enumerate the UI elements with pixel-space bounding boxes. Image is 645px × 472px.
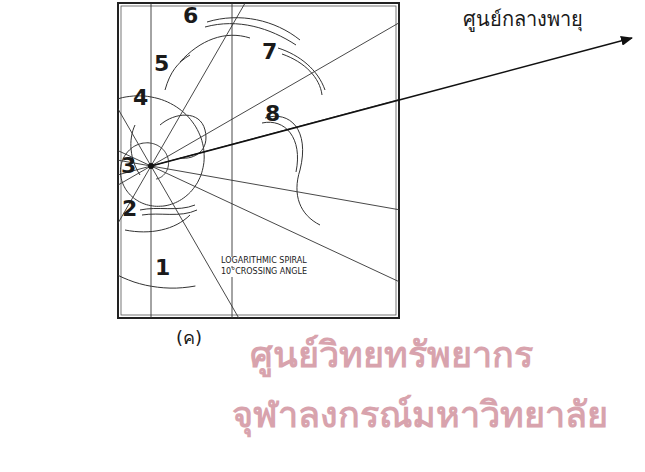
cloud-bands <box>118 18 325 288</box>
sector-number: 6 <box>183 4 198 28</box>
sector-number: 4 <box>133 86 148 110</box>
sector-line <box>118 97 399 236</box>
sector-number: 3 <box>121 154 136 178</box>
sector-line <box>151 3 152 318</box>
figure-note: 10°CROSSING ANGLE <box>220 268 308 277</box>
sector-number: 8 <box>265 102 280 126</box>
figure-label: (ค) <box>176 328 202 348</box>
sector-lines <box>118 3 399 318</box>
sector-number: 5 <box>154 52 169 76</box>
sector-line <box>118 62 399 269</box>
inner-frame <box>121 6 396 315</box>
sector-line <box>118 3 351 318</box>
sector-line <box>118 3 399 318</box>
storm-center-dot <box>148 163 154 169</box>
sector-number: 2 <box>122 197 137 221</box>
leader-arrow <box>151 38 632 166</box>
figure-note: LOGARITHMIC SPIRAL <box>220 257 308 266</box>
watermark: ศูนย์วิทยทรัพยากร <box>250 335 533 375</box>
sector-number: 7 <box>262 40 277 64</box>
callout-text: ศูนย์กลางพายุ <box>463 8 583 30</box>
sector-number: 1 <box>155 256 170 280</box>
sector-line <box>118 3 351 318</box>
sector-line <box>118 3 399 318</box>
watermark: จุฬาลงกรณ์มหาวิทยาลัย <box>232 395 608 435</box>
